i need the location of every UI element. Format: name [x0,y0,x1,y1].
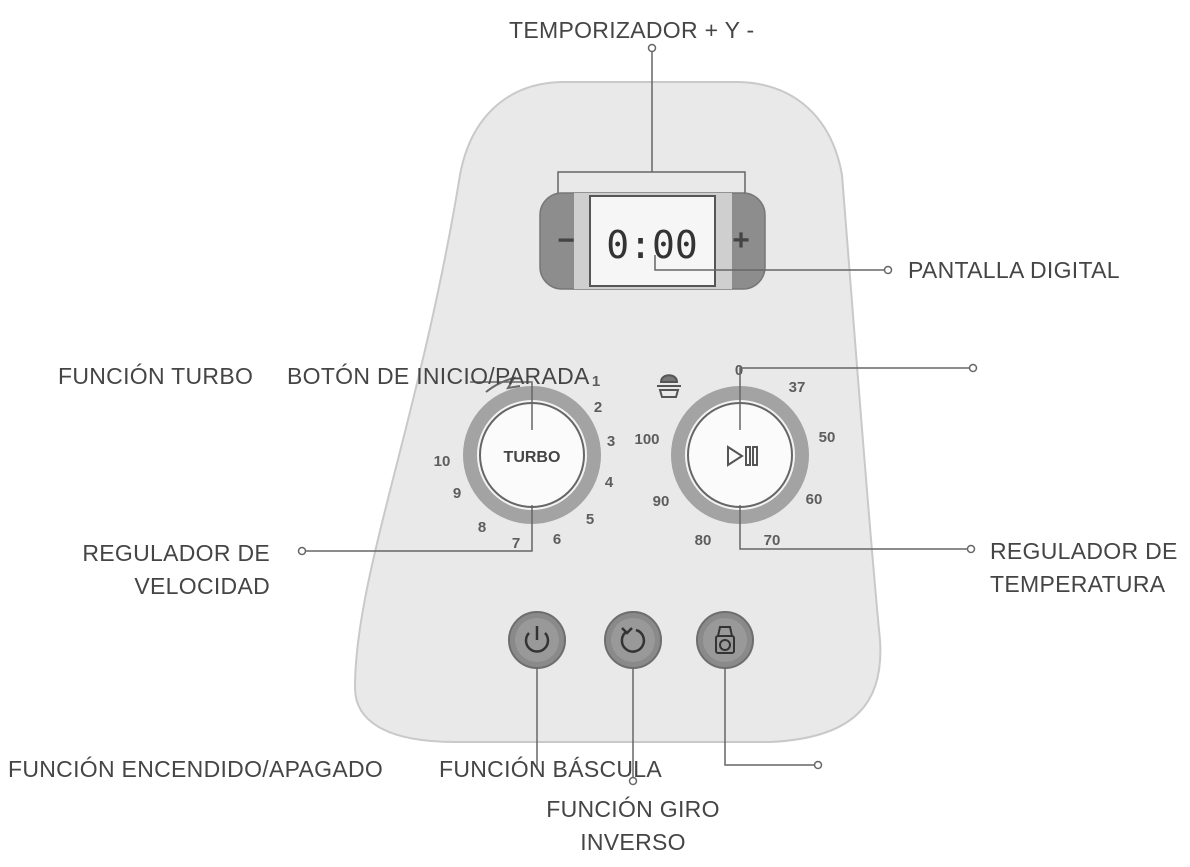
power-icon [524,626,550,653]
temp-mark-100: 100 [634,431,659,448]
timer-label: TEMPORIZADOR + Y - [509,17,755,43]
leader-lines [297,363,978,786]
temp-mark-0: 0 [735,362,743,379]
speed-mark-7: 7 [512,535,520,552]
speed-mark-2: 2 [594,399,602,416]
turbo-function-label: FUNCIÓN TURBO [58,363,254,389]
temperature-regulator-label-line1: REGULADOR DE [990,538,1178,564]
reverse-function-label-line1: FUNCIÓN GIRO [546,796,720,822]
digital-display-label: PANTALLA DIGITAL [908,257,1120,283]
reverse-function-label-line2: INVERSO [580,829,686,855]
temp-mark-37: 37 [789,379,806,396]
speed-mark-9: 9 [453,485,461,502]
speed-regulator-label-line2: VELOCIDAD [134,573,270,599]
start-stop-label: BOTÓN DE INICIO/PARADA [287,363,590,389]
speed-mark-4: 4 [605,474,614,491]
temp-mark-60: 60 [806,491,823,508]
scale-icon [715,626,735,654]
reverse-button[interactable] [604,611,662,669]
temp-mark-50: 50 [819,429,836,446]
speed-mark-6: 6 [553,531,561,548]
temperature-regulator-label-line2: TEMPERATURA [990,571,1166,597]
reverse-rotation-icon [620,627,646,653]
play-pause-icon[interactable] [727,445,758,467]
display-time: 0:00 [606,223,698,267]
plus-icon[interactable]: + [732,224,750,257]
turbo-icon [485,376,521,393]
minus-icon[interactable]: − [557,224,575,257]
temp-mark-70: 70 [764,532,781,549]
timer-module [539,192,766,290]
speed-mark-8: 8 [478,519,486,536]
speed-regulator-label-line1: REGULADOR DE [82,540,270,566]
thermometer-pot-icon [657,374,681,398]
speed-mark-10: 10 [434,453,451,470]
temp-mark-90: 90 [653,493,670,510]
speed-mark-1: 1 [592,373,600,390]
scale-function-label: FUNCIÓN BÁSCULA [439,756,663,782]
power-function-label: FUNCIÓN ENCENDIDO/APAGADO [8,756,384,782]
speed-mark-5: 5 [586,511,594,528]
display-leader [654,255,893,275]
turbo-button[interactable]: TURBO [504,449,561,466]
speed-mark-3: 3 [607,433,615,450]
temp-mark-80: 80 [695,532,712,549]
timer-leader [557,43,746,193]
